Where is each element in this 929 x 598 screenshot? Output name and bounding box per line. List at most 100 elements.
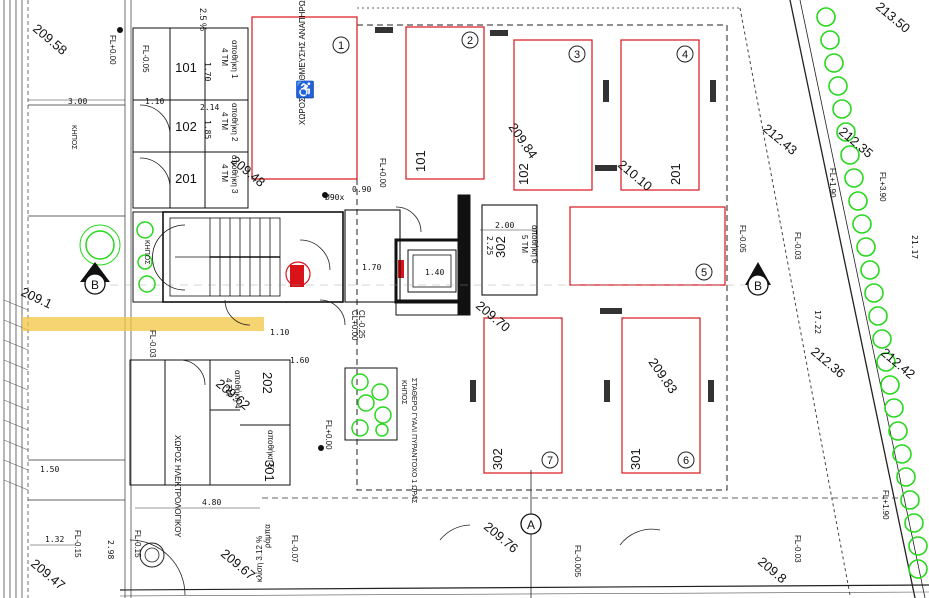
floor-level: FL-0.15 (73, 530, 82, 558)
parking-space-3: 3 102 (513, 39, 593, 191)
garden-top-label: ΚΗΠΟΣ (70, 125, 77, 150)
floor-level: FL-0.03 (148, 330, 157, 358)
floor-level: CL-0.25 (357, 310, 366, 339)
floor-level: FL-0.03 (793, 232, 802, 260)
floor-level: FL-0.15 (133, 530, 142, 558)
unit-202-label: 202 (260, 372, 275, 394)
storage-walls (344, 204, 538, 303)
elevation-label: 213.50 (873, 0, 913, 36)
floor-level: FL+0.00 (378, 158, 387, 188)
storage-1-area: 4 ΤΜ (220, 48, 229, 66)
property-line-right-2 (799, 0, 926, 598)
dimension: 1.10 (145, 97, 164, 106)
dimension: 2.14 (200, 103, 219, 112)
elevation-label: 212.42 (878, 345, 918, 382)
door-swings (129, 104, 661, 596)
dimension: 1.50 (40, 465, 59, 474)
fire-hose-mark (290, 265, 304, 287)
storage-2-label: αποθήκη 2 (230, 103, 239, 142)
elevation-label: 209.67 (218, 546, 258, 583)
storage-4-label: αποθήκη 4 (233, 370, 242, 409)
building-outline (356, 24, 728, 491)
unit-302-label: 302 (493, 236, 508, 258)
parking-space-number: 2 (467, 35, 473, 47)
elevator-core (394, 194, 471, 316)
section-marker-b-left: B (80, 262, 110, 295)
staircase (152, 217, 281, 297)
storage-6-label: αποθήκη 6 (530, 225, 539, 264)
floor-level: FL+1.90 (828, 168, 837, 198)
parking-space-number: 3 (574, 49, 580, 61)
property-line-right (789, 0, 916, 598)
parking-space-number: 7 (547, 455, 553, 467)
floor-level: FL+0.00 (324, 420, 333, 450)
section-a-label: A (527, 518, 535, 532)
ramp-label: ράμπα (263, 524, 272, 548)
floor-level: FL-0.005 (573, 545, 582, 578)
parking-space-1: 1 ΧΩΡΟΣ ΣΤΑΘΜΕΥΣΗΣ ΑΝΑΠΗΡΩΝ ♿ (251, 0, 358, 180)
floor-level: FL+3.90 (878, 172, 887, 202)
section-marker-b-right: B (745, 262, 771, 296)
parking-unit-label: 301 (628, 448, 643, 470)
dimension: 21.17 (910, 235, 919, 259)
garden-left-label: ΚΗΠΟΣ (143, 240, 150, 265)
garden-mid-label: ΚΗΠΟΣ (400, 380, 407, 405)
dimension: 2.00 (495, 221, 514, 230)
drain-icon (322, 192, 328, 198)
garden-planter-mid (344, 367, 398, 441)
dimension: 17.22 (813, 310, 822, 334)
elevation-label: 212.43 (760, 121, 800, 158)
highlight-band (22, 317, 264, 331)
elevation-label: 209.84 (506, 120, 541, 161)
section-marker-a: A (520, 470, 542, 598)
elevation-label: 212.36 (808, 344, 848, 381)
tree-row-right (816, 7, 928, 579)
storage-6-area: 5 ΤΜ (520, 235, 529, 253)
storage-3-label: αποθήκη 3 (230, 155, 239, 194)
fire-mark-2 (398, 260, 404, 278)
dimension: 2.98 (106, 540, 115, 559)
left-street-lines (3, 0, 132, 598)
dimension: 1.60 (290, 356, 309, 365)
parking-space-4: 4 201 (620, 39, 700, 191)
dimension: 1.10 (270, 328, 289, 337)
storage-3-area: 4 ΤΜ (220, 164, 229, 182)
storage-1-label: αποθήκη 1 (230, 40, 239, 79)
disabled-parking-label: ΧΩΡΟΣ ΣΤΑΘΜΕΥΣΗΣ ΑΝΑΠΗΡΩΝ (298, 0, 307, 125)
floor-level: FL-0.03 (793, 535, 802, 563)
parking-space-number: 6 (683, 455, 689, 467)
unit-301-label: 301 (262, 460, 277, 482)
road-edge-bottom (119, 584, 929, 591)
site-boundary-right (739, 7, 851, 596)
parking-space-number: 1 (338, 40, 344, 52)
manhole-icon (139, 542, 165, 568)
wheelchair-icon: ♿ (295, 80, 315, 99)
elevation-label: 209.58 (30, 21, 70, 58)
dimension: 1.70 (203, 62, 212, 81)
elevation-label: 212.35 (836, 124, 876, 161)
dimension: 0.90 (352, 185, 371, 194)
parking-space-number: 4 (682, 49, 688, 61)
manhole-icon (144, 547, 160, 563)
dimension: Ø90x (325, 192, 344, 202)
storage-5-label: αποθήκη 5 (266, 430, 275, 469)
slope-top-label: 2.5 % (198, 8, 208, 31)
parking-space-7: 7 302 (483, 317, 563, 474)
dimension: 4.80 (202, 498, 221, 507)
elevation-label: 209.70 (473, 298, 513, 335)
parking-space-6: 6 301 (621, 317, 701, 474)
dimension: 1.70 (362, 263, 381, 272)
section-b-right-label: B (754, 279, 762, 293)
storage-2-area: 4 ΤΜ (220, 112, 229, 130)
parking-unit-label: 201 (668, 163, 683, 185)
elevation-label: 209.1 (19, 284, 55, 311)
electric-room-label: ΧΩΡΟΣ ΗΛΕΚΤΡΟΛΟΓΙΚΟΥ (173, 435, 182, 538)
dimension: 3.00 (68, 97, 87, 106)
unit-101-label: 101 (175, 60, 197, 75)
section-b-label: B (91, 278, 99, 292)
dimension: 1.40 (425, 268, 444, 277)
parking-unit-label: 101 (413, 150, 428, 172)
ramp-slope-label: κλίση 3.12 % (255, 536, 264, 582)
elevation-label: 209.83 (646, 355, 681, 396)
